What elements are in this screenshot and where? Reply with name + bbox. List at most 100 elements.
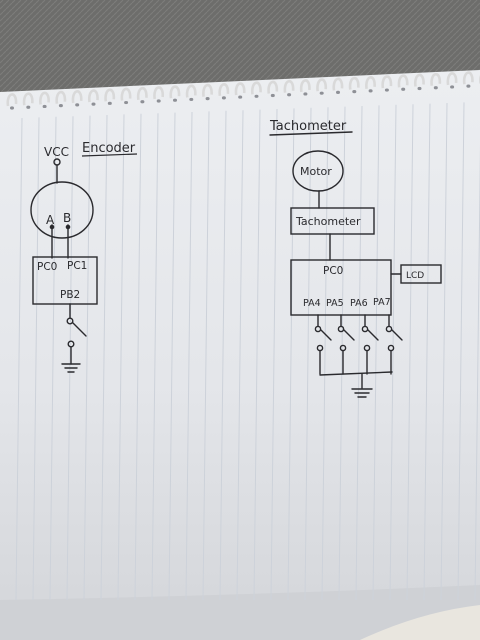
spiral-loop [185, 84, 197, 98]
spiral-loop [446, 72, 458, 86]
ruled-line [440, 102, 448, 601]
spiral-hole [270, 93, 275, 98]
encoder-title: Encoder [82, 141, 136, 156]
spiral-hole [368, 89, 373, 93]
spiral-hole [433, 86, 438, 90]
tachometer-box [290, 207, 375, 235]
spiral-loop [462, 71, 474, 85]
spiral-loop [104, 88, 116, 102]
spiral-hole [384, 88, 389, 92]
spiral-hole [140, 100, 145, 104]
ruled-line [32, 117, 40, 601]
spiral-loop [234, 82, 246, 96]
spiral-loop [6, 93, 18, 107]
spiral-loop [397, 74, 409, 88]
tachometer-title-underline [269, 131, 353, 136]
spiral-binding [6, 71, 480, 110]
pin-pa6: PA6 [350, 298, 368, 309]
ruled-line [202, 111, 210, 601]
encoder-a-dot [49, 224, 55, 230]
spiral-loop [283, 79, 295, 93]
spiral-loop [316, 78, 328, 92]
switch-top-terminal [337, 325, 345, 333]
ruled-line [134, 113, 142, 601]
spiral-hole [352, 90, 357, 94]
spiral-hole [401, 87, 406, 91]
spiral-hole [58, 104, 63, 108]
switch-lever [343, 329, 355, 341]
spiral-loop [169, 85, 181, 99]
ruled-line [168, 112, 176, 601]
switch-top-terminal [314, 325, 322, 333]
spiral-hole [254, 94, 259, 98]
ruled-line [185, 111, 193, 601]
tachometer-switch [314, 314, 332, 375]
encoder-mcu-box [32, 256, 98, 305]
spiral-loop [299, 79, 311, 93]
page-bottom-edge [0, 585, 480, 640]
switch-top-terminal [385, 325, 393, 333]
pin-pa5: PA5 [326, 298, 344, 309]
spiral-loop [332, 77, 344, 91]
ruled-line [389, 104, 397, 601]
ruled-line [338, 106, 346, 601]
spiral-hole [173, 98, 177, 102]
switch-top-terminal [361, 325, 369, 333]
spiral-hole [26, 105, 31, 109]
spiral-hole [75, 103, 80, 107]
spiral-loop [381, 75, 393, 89]
spiral-hole [156, 99, 161, 103]
ruled-line [219, 110, 227, 601]
switch-lever [320, 329, 332, 341]
ruled-line [253, 109, 261, 601]
spiral-loop [71, 90, 83, 104]
ruled-line [406, 104, 414, 601]
spiral-loop [39, 91, 50, 105]
spiral-hole [205, 97, 210, 101]
spiral-loop [267, 80, 279, 94]
spiral-loop [348, 76, 360, 90]
pin-pa7: PA7 [373, 297, 391, 308]
ruled-line [372, 105, 380, 601]
encoder-circuit [30, 158, 98, 373]
motor-label: Motor [300, 165, 332, 178]
ruled-line [355, 105, 363, 601]
ruled-line [270, 108, 278, 601]
tachometer-title: Tachometer [269, 119, 347, 134]
ruled-line [423, 103, 431, 601]
spiral-loop [251, 81, 262, 95]
tachometer-switch [385, 314, 403, 375]
encoder-pin-pc0: PC0 [37, 261, 57, 273]
tachometer-ground-icon [351, 388, 373, 398]
spiral-loop [153, 86, 165, 100]
ruled-line [287, 108, 295, 601]
pin-pa4: PA4 [303, 298, 321, 309]
spiral-hole [336, 90, 340, 94]
ruled-line [474, 143, 480, 601]
spiral-loop [414, 73, 425, 87]
ruled-line [15, 117, 23, 601]
lower-right-object [360, 605, 480, 640]
tachometer-pin-pc0: PC0 [323, 265, 343, 277]
encoder-pin-pc1: PC1 [67, 260, 87, 272]
switch-lever [391, 329, 403, 341]
spiral-hole [238, 95, 243, 99]
encoder-b-dot [65, 224, 71, 230]
tachometer-switch [361, 314, 379, 375]
lcd-label: LCD [406, 271, 424, 281]
encoder-pin-pb2: PB2 [60, 289, 80, 301]
spiral-loop [430, 72, 442, 86]
spiral-loop [202, 83, 213, 97]
spiral-hole [466, 84, 471, 88]
tachometer-ground [319, 371, 393, 398]
spiral-loop [88, 89, 99, 103]
tachometer-switch [337, 314, 355, 375]
encoder-channel-b: B [63, 211, 71, 225]
spiral-loop [136, 86, 148, 100]
spiral-hole [10, 106, 14, 110]
encoder-channel-a: A [46, 213, 55, 227]
spiral-loop [218, 83, 230, 97]
encoder-switch-lever [72, 322, 87, 337]
ruled-line [236, 110, 244, 601]
